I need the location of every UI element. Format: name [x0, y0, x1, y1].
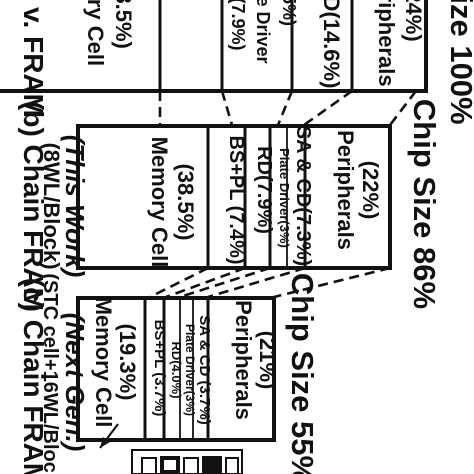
- conventional-memory-cell-percent: 38.5%): [111, 0, 136, 49]
- chain-55-peripherals-label: Peripherals: [231, 300, 256, 420]
- projection-line-memory-bottom: [149, 266, 209, 299]
- conventional-peripherals-percent: 24%): [401, 0, 426, 42]
- chain-86-chip-size-label: Chip Size 86%: [407, 99, 442, 309]
- conventional-memory-cell-label: mory Cell: [83, 0, 108, 66]
- chain-86-bs-pl-label: BS+PL (7.4%): [225, 135, 247, 264]
- projection-line-bs-bottom: [165, 266, 246, 299]
- conventional-series-label: v. FRAM: [18, 7, 49, 117]
- conventional-chip-size-label: ize 100%: [444, 0, 474, 125]
- chain-86-peripherals-percent: (22%): [358, 161, 383, 220]
- chain-86-rd-label: RD(7.9%): [253, 146, 275, 234]
- chain-55-chip-size-label: Chip Size 55%: [285, 273, 320, 474]
- chain-55-memory-cell-label: Memory Cell: [91, 297, 116, 428]
- chain-55-chip-block: [76, 296, 276, 442]
- stc-cell-detail-inset: [131, 449, 243, 474]
- chain-55-note: (Next Gen.): [60, 313, 90, 452]
- projection-line-rd-top: [220, 90, 234, 126]
- chain-55-detail-pointer-arrowhead: [100, 437, 110, 448]
- chain-55-config: (STC cell+16WL/Block): [39, 273, 61, 474]
- projection-line-chip-bottom: [273, 266, 391, 299]
- chain-55-sa-cd-label: SA & CD (3.7%): [196, 315, 213, 424]
- chain-55-plate-driver-label: Plate Driver(3%): [183, 324, 197, 416]
- chain-86-plate-driver-label: Plate Driver(3%): [277, 148, 292, 248]
- chain-86-memory-cell-label: Memory Cell: [147, 137, 172, 268]
- conventional-rd-label: (7.9%): [228, 0, 248, 51]
- conventional-chip-block: [0, 0, 428, 93]
- projection-line-sa-top: [303, 89, 353, 127]
- stc-cell-detail-block-4: [202, 456, 222, 474]
- chain-55-memory-cell-percent: (19.3%): [115, 323, 140, 400]
- projection-line-sa-bottom: [207, 266, 306, 299]
- projection-line-chip-top: [388, 90, 418, 126]
- stc-cell-detail-block-5: [225, 457, 239, 474]
- chain-86-memory-cell-percent: (38.5%): [173, 163, 198, 240]
- projection-line-plate-top: [276, 90, 294, 126]
- chain-86-config: (8WL/Block): [39, 142, 64, 269]
- chain-86-note: (This Work): [60, 135, 90, 278]
- stc-cell-detail-block-2-cutout: [164, 460, 176, 470]
- chain-86-sa-cd-label: SA & CD(7.3%): [292, 126, 314, 266]
- chain-86-title: (b) Chain FRAM: [18, 101, 49, 311]
- chain-55-rd-label: RD(4.0%): [169, 341, 184, 398]
- stc-cell-detail-block-3: [183, 457, 199, 474]
- chain-55-peripherals-percent: (21%): [255, 331, 280, 390]
- conventional-plate-driver-percent: 5%): [279, 0, 299, 26]
- conventional-plate-driver-label: ate Driver: [253, 0, 273, 64]
- chain-86-peripherals-label: Peripherals: [333, 130, 358, 250]
- stc-cell-detail-block-1: [141, 457, 157, 474]
- chain-86-chip-block: [76, 124, 392, 270]
- conventional-peripherals-label: eripherals: [374, 0, 399, 87]
- chain-55-bs-pl-label: BS+PL (3.7%): [151, 320, 168, 417]
- conventional-sa-cd-label: CD(14.6%): [319, 0, 344, 88]
- chain-55-title: (c) Chain FRAM: [18, 278, 49, 474]
